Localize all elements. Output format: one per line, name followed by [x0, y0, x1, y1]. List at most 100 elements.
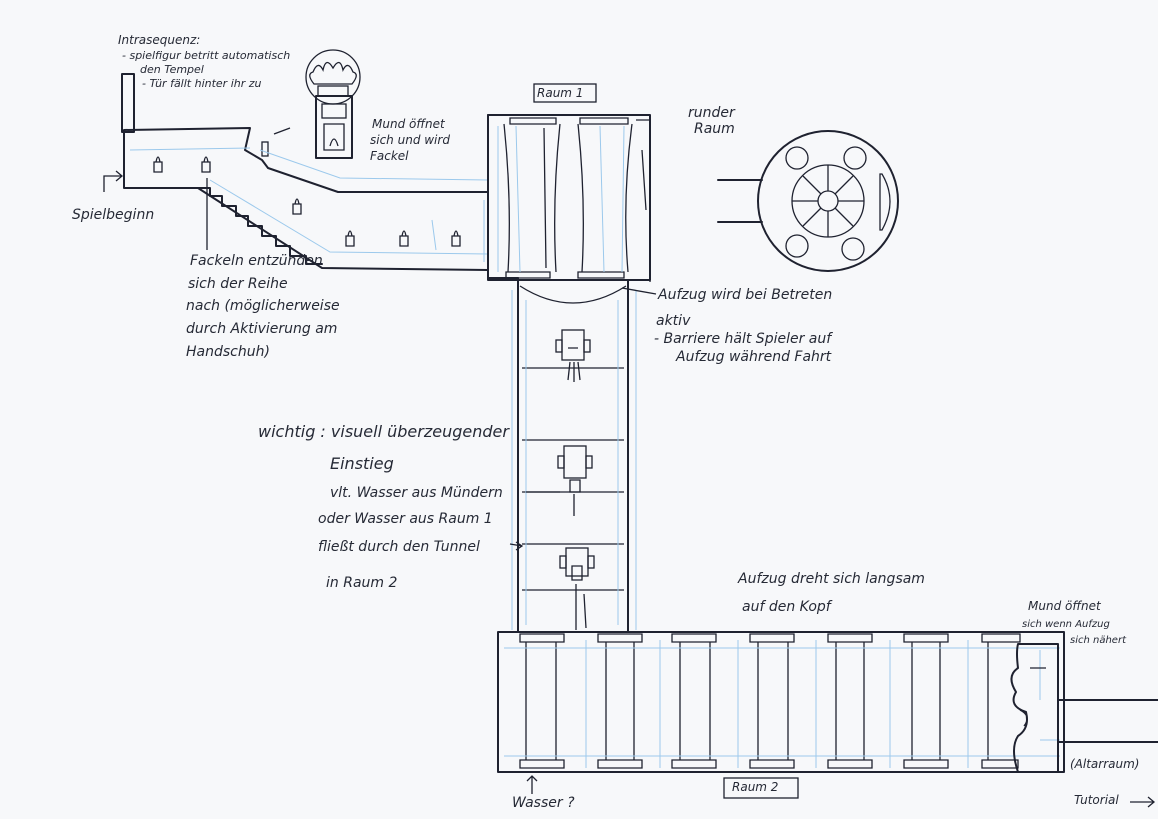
intro-title: Intrasequenz: [118, 33, 201, 47]
room-1-columns [503, 123, 633, 273]
face-features [1019, 667, 1046, 727]
round-room-door [879, 173, 891, 231]
water-stream [567, 347, 581, 382]
altar-face-mask [1010, 643, 1059, 773]
torch-icon [201, 156, 211, 173]
round-room-outline [757, 130, 899, 272]
tutorial-label: Tutorial [1074, 793, 1119, 807]
water-label: Wasser ? [512, 795, 575, 811]
mask-face [565, 547, 589, 577]
water-stream [571, 565, 587, 630]
room-2-column-bases [519, 759, 1019, 769]
torch-icon [345, 230, 355, 247]
important-note: fließt durch den Tunnel [318, 539, 480, 555]
mouth-torch-label: Mund öffnet [372, 117, 445, 131]
round-room-niche [785, 146, 809, 170]
room-1-guides [497, 125, 625, 273]
intro-line: - spielfigur betritt automatisch [122, 49, 291, 62]
mask-ear [559, 555, 567, 569]
construction-guides [129, 147, 489, 262]
water-arrow-icon [526, 775, 538, 794]
lift-note: aktiv [656, 313, 691, 329]
room-1-label: Raum 1 [537, 86, 584, 100]
lift-pointer-line [621, 287, 657, 295]
round-room-label: runder [688, 105, 735, 121]
torch-icon [451, 230, 461, 247]
important-note: vlt. Wasser aus Mündern [330, 485, 503, 501]
shaft-rings [522, 367, 624, 591]
lift-note: Aufzug während Fahrt [676, 349, 832, 365]
altar-corridor [1057, 699, 1158, 743]
round-room-corridor [717, 179, 763, 223]
sun-rays [309, 61, 357, 85]
water-face-mask [555, 329, 591, 382]
mask-ear [555, 339, 563, 353]
important-note: Einstieg [330, 454, 394, 473]
water-stream [569, 479, 581, 516]
temple-door [121, 73, 135, 133]
statue-eyes [321, 103, 347, 119]
important-note: oder Wasser aus Raum 1 [318, 511, 493, 527]
round-room-spokes [792, 165, 864, 237]
intro-line: - Tür fällt hinter ihr zu [142, 77, 262, 90]
statue-face [315, 95, 353, 159]
shaft-walls [517, 277, 629, 633]
room-2-label: Raum 2 [732, 780, 779, 794]
elevator-shaft [509, 277, 657, 633]
start-label: Spielbeginn [72, 207, 155, 223]
important-note: wichtig : visuell überzeugender [258, 422, 509, 441]
mask-face [561, 329, 585, 361]
torch-mouth-icon [323, 123, 345, 151]
mouth-opens-note: Mund öffnet [1028, 599, 1101, 613]
rotate-note: auf den Kopf [742, 599, 831, 615]
water-face-mask [557, 445, 593, 516]
staircase [197, 187, 323, 265]
room-1-label-box [533, 83, 597, 103]
round-room-niche [843, 146, 867, 170]
mask-ear [587, 555, 595, 569]
mask-ear [585, 455, 593, 469]
lift-note: Aufzug wird bei Betreten [658, 287, 833, 303]
mouth-torch-label: sich und wird [370, 133, 450, 147]
room-2-label-box [723, 777, 799, 799]
mouth-torch-label: Fackel [370, 149, 409, 163]
mask-face [563, 445, 587, 479]
start-arrow-icon [103, 170, 124, 192]
torches-note: Handschuh) [186, 344, 270, 360]
important-note: in Raum 2 [326, 575, 398, 591]
elevator-platform [519, 285, 627, 304]
room-2 [497, 631, 1158, 808]
column-bases [505, 271, 625, 279]
statue-crown [317, 85, 349, 97]
room-1 [487, 83, 651, 282]
shaft-guides [511, 290, 637, 630]
column-caps [509, 117, 629, 125]
annotation-pointers [509, 491, 560, 551]
water-face-mask [559, 547, 595, 630]
tutorial-arrow-icon [1130, 796, 1156, 808]
room-2-column-caps [519, 633, 1021, 643]
torch-icon [292, 198, 302, 215]
mask-ear [557, 455, 565, 469]
mouth-opens-note: sich wenn Aufzug [1022, 619, 1110, 630]
torch-icon [399, 230, 409, 247]
torches-note: durch Aktivierung am [186, 321, 338, 337]
mouth-pointer-line [273, 127, 291, 135]
room-2-outline [497, 631, 1065, 773]
round-room-label: Raum [694, 121, 735, 137]
altar-room-label: (Altarraum) [1070, 757, 1140, 771]
room-1-side-wall [636, 119, 651, 282]
sun-face-statue [305, 49, 361, 159]
mouth-opens-note: sich nähert [1070, 635, 1126, 646]
intro-line: den Tempel [140, 63, 204, 76]
wall-slot [261, 141, 269, 157]
torches-note: Fackeln entzünden [190, 253, 323, 269]
mask-ear [583, 339, 591, 353]
room-2-columns [525, 642, 989, 760]
lift-note: - Barriere hält Spieler auf [654, 331, 832, 347]
rotate-note: Aufzug dreht sich langsam [738, 571, 925, 587]
torches-note: sich der Reihe [188, 276, 288, 292]
torch-row [153, 156, 461, 247]
